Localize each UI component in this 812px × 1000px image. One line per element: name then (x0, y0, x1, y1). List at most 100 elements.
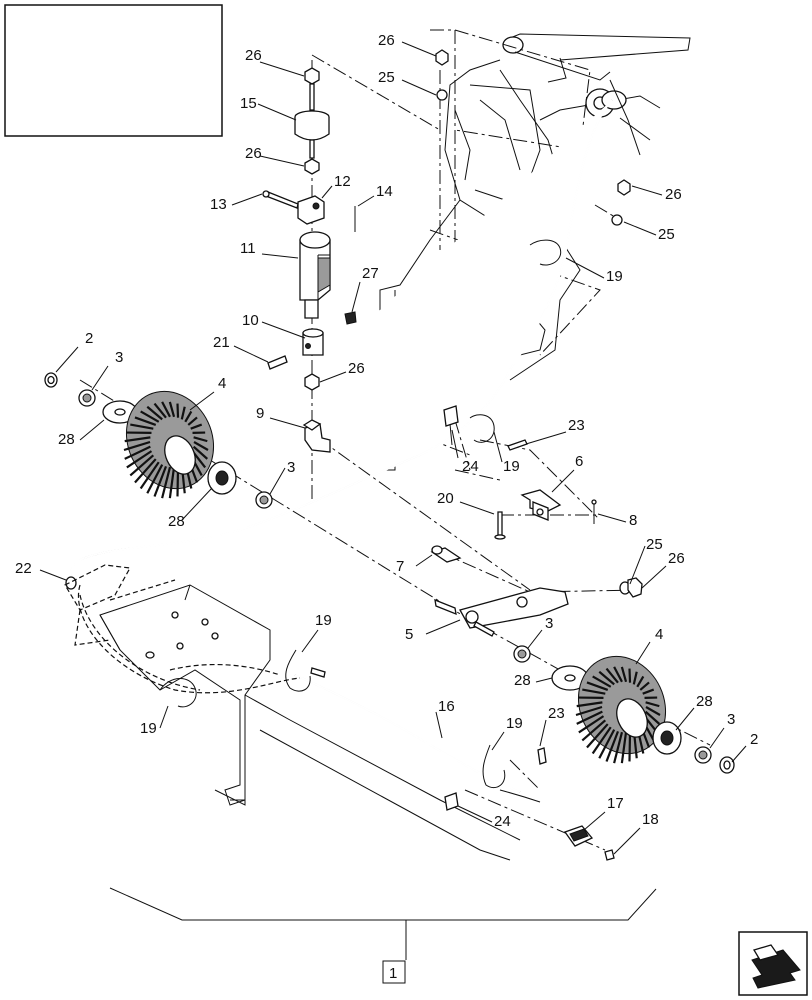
brush-spike (193, 436, 208, 443)
leader-line (527, 629, 543, 649)
leader-line (457, 805, 493, 823)
brush-right-group (513, 645, 735, 774)
callout-21: 21 (213, 334, 230, 351)
brush-wheel-lower (575, 655, 667, 764)
leader-line (539, 719, 547, 747)
callout-15: 15 (240, 95, 257, 112)
leader-lines (39, 41, 747, 855)
callout-26-b: 26 (245, 145, 262, 162)
brush-spike (161, 466, 172, 499)
callout-11: 11 (240, 240, 256, 257)
leader-line (709, 727, 725, 749)
callout-24-b: 24 (494, 813, 511, 830)
leader-line (259, 61, 305, 77)
brush-spike (190, 423, 203, 430)
brush-spike (598, 670, 615, 686)
callout-16: 16 (438, 698, 455, 715)
leader-line (491, 731, 505, 751)
brush-spike (140, 410, 160, 423)
leader-line (415, 554, 433, 567)
brush-spike (123, 440, 151, 452)
brush-spike (628, 668, 632, 683)
leader-line (261, 321, 306, 339)
lower-mount-box (64, 564, 521, 861)
callout-7: 7 (396, 558, 404, 575)
sensor-assembly (262, 67, 357, 453)
brush-spike (592, 675, 612, 688)
leader-line (425, 619, 461, 635)
brush-spike (176, 403, 180, 418)
assembly-ref-label: 1 (389, 965, 397, 982)
brush-wheel-upper (123, 390, 215, 499)
brush-spike (628, 731, 632, 762)
callout-28-c: 28 (514, 672, 531, 689)
leader-line (675, 707, 695, 731)
leader-line (635, 641, 651, 665)
callout-5: 5 (405, 626, 413, 643)
brush-spike (644, 710, 661, 725)
brush-spike (126, 450, 153, 469)
brush-spike (575, 705, 603, 717)
callout-3-b: 3 (287, 459, 295, 476)
leader-line (629, 545, 646, 585)
leader-line (401, 79, 437, 96)
brush-spike (578, 715, 605, 734)
callout-2-a: 2 (85, 330, 93, 347)
brush-spike (632, 671, 638, 685)
callout-19-a: 19 (606, 268, 623, 285)
brush-spike (582, 688, 606, 695)
leader-line (525, 431, 567, 445)
brush-spike (168, 467, 176, 499)
callout-2-b: 2 (750, 731, 758, 748)
brush-spike (613, 666, 623, 683)
leader-line (583, 811, 606, 831)
pivot-arm-group (430, 49, 643, 637)
brush-spike (645, 706, 661, 716)
brush-spike (620, 732, 628, 764)
brush-spike (576, 710, 603, 725)
leader-line (159, 705, 169, 729)
brush-spike (184, 410, 193, 423)
leader-line (535, 677, 553, 683)
brush-spike (153, 465, 168, 497)
brush-spike (591, 726, 612, 755)
leader-line (493, 431, 503, 463)
leader-line (269, 467, 286, 495)
callout-25-c: 25 (646, 536, 663, 553)
leader-line (189, 391, 215, 411)
brush-spike (586, 723, 609, 749)
brush-spike (146, 464, 164, 494)
brush-spike (129, 454, 155, 477)
brush-spike (642, 688, 655, 695)
callout-18: 18 (642, 811, 659, 828)
leader-line (631, 185, 663, 196)
callout-19-d: 19 (140, 720, 157, 737)
brush-spike (124, 445, 151, 460)
leader-line (233, 345, 269, 363)
leader-line (731, 745, 747, 763)
leader-line (261, 253, 299, 259)
brush-spike (124, 436, 151, 443)
callout-26-a: 26 (245, 47, 262, 64)
callout-28-b: 28 (168, 513, 185, 530)
leader-line (319, 371, 347, 383)
assembly-ref-box (382, 960, 406, 984)
brush-spike (130, 423, 154, 430)
callout-3-d: 3 (727, 711, 735, 728)
leader-line (321, 185, 333, 199)
page-navigation-arrow-icon[interactable] (738, 931, 808, 996)
brush-spike (139, 461, 160, 490)
callout-23-a: 23 (568, 417, 585, 434)
leader-line (565, 257, 605, 279)
leader-line (613, 827, 641, 855)
callout-26-f: 26 (668, 550, 685, 567)
brush-spike (620, 666, 628, 683)
callout-26-d: 26 (378, 32, 395, 49)
leader-line (357, 195, 375, 207)
leader-line (351, 281, 361, 313)
leader-line (181, 487, 213, 521)
brush-left-group (44, 372, 273, 509)
callout-19-b: 19 (503, 458, 520, 475)
callout-28-d: 28 (696, 693, 713, 710)
